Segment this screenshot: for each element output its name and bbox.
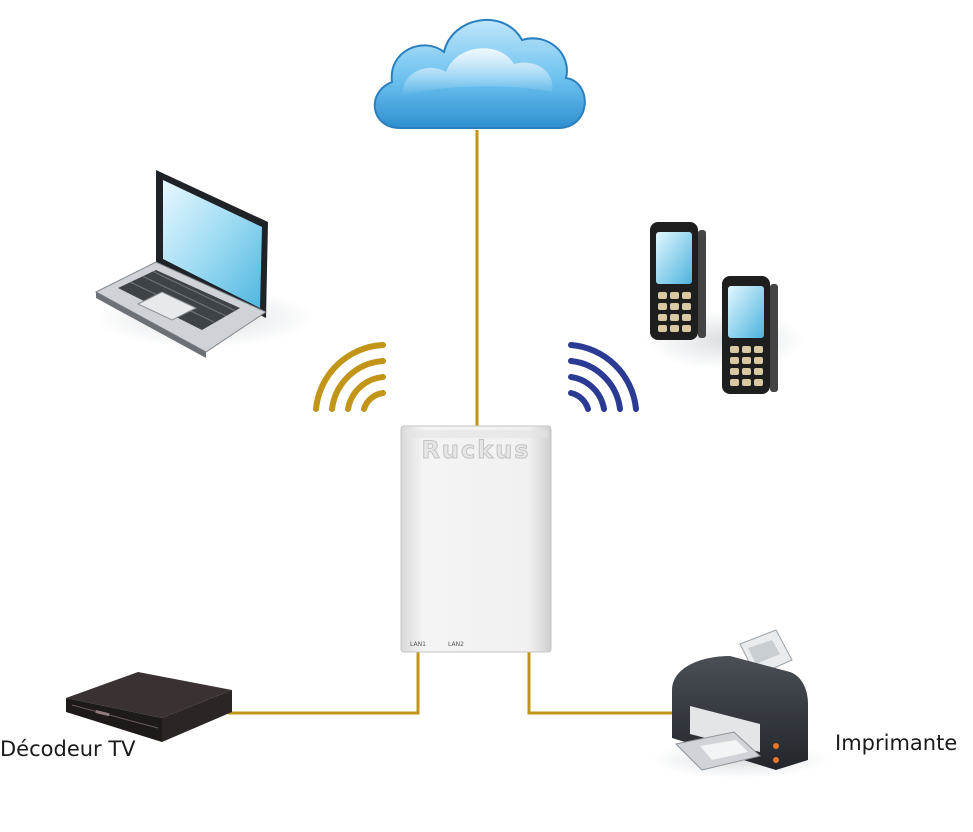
laptop-icon bbox=[94, 170, 315, 358]
wifi-signal-icon bbox=[568, 342, 639, 412]
wifi-signal-icon bbox=[313, 342, 386, 412]
mobile-phone-icon bbox=[645, 222, 805, 394]
printer-icon bbox=[650, 629, 830, 778]
phone-back bbox=[650, 222, 706, 340]
cables bbox=[228, 130, 676, 715]
phone-front bbox=[722, 276, 778, 394]
cloud-icon bbox=[373, 18, 586, 129]
cable-ap-to-decoder bbox=[228, 652, 420, 715]
cable-ap-to-printer bbox=[527, 652, 676, 715]
port-label-lan1: LAN1 bbox=[410, 641, 426, 648]
decoder-label: Décodeur TV bbox=[0, 737, 136, 761]
access-point-brand: Ruckus bbox=[421, 436, 530, 464]
tv-decoder-icon bbox=[66, 672, 232, 742]
port-label-lan2: LAN2 bbox=[448, 641, 464, 648]
printer-label: Imprimante bbox=[835, 731, 958, 755]
access-point-icon: Ruckus LAN1 LAN2 bbox=[400, 425, 552, 653]
